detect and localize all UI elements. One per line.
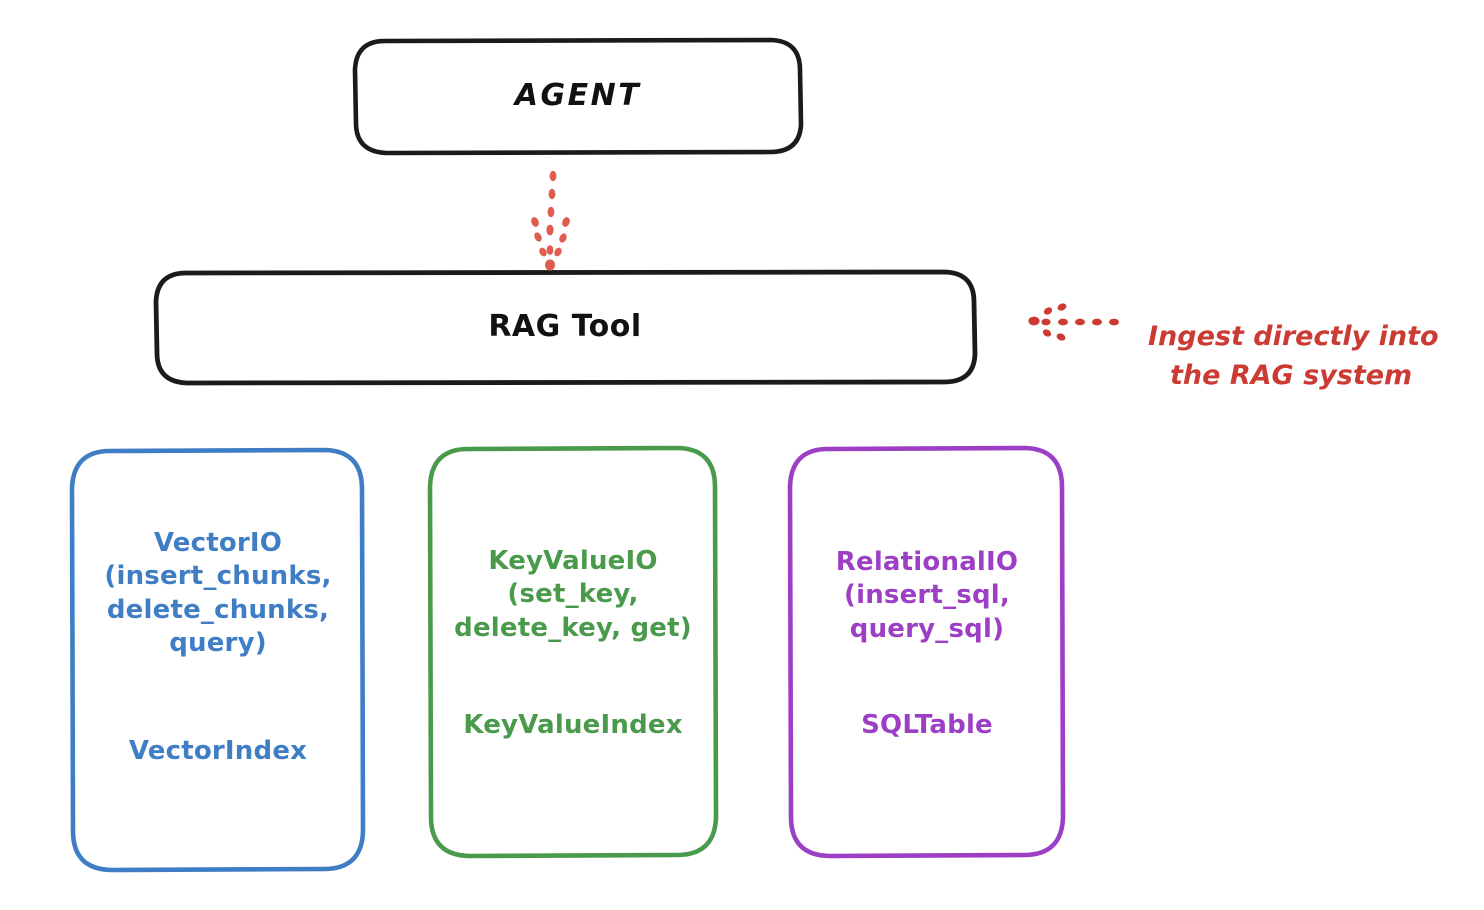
vector-io-box-outline xyxy=(69,447,366,873)
agent-box-outline xyxy=(352,37,804,156)
relational-io-box-outline xyxy=(787,445,1066,859)
rag-tool-box-outline xyxy=(153,269,978,386)
keyvalue-io-box-outline xyxy=(427,445,719,859)
edge-annotation-to-rag-arrow xyxy=(1028,303,1119,341)
edge-agent-to-rag-arrow xyxy=(531,170,570,271)
